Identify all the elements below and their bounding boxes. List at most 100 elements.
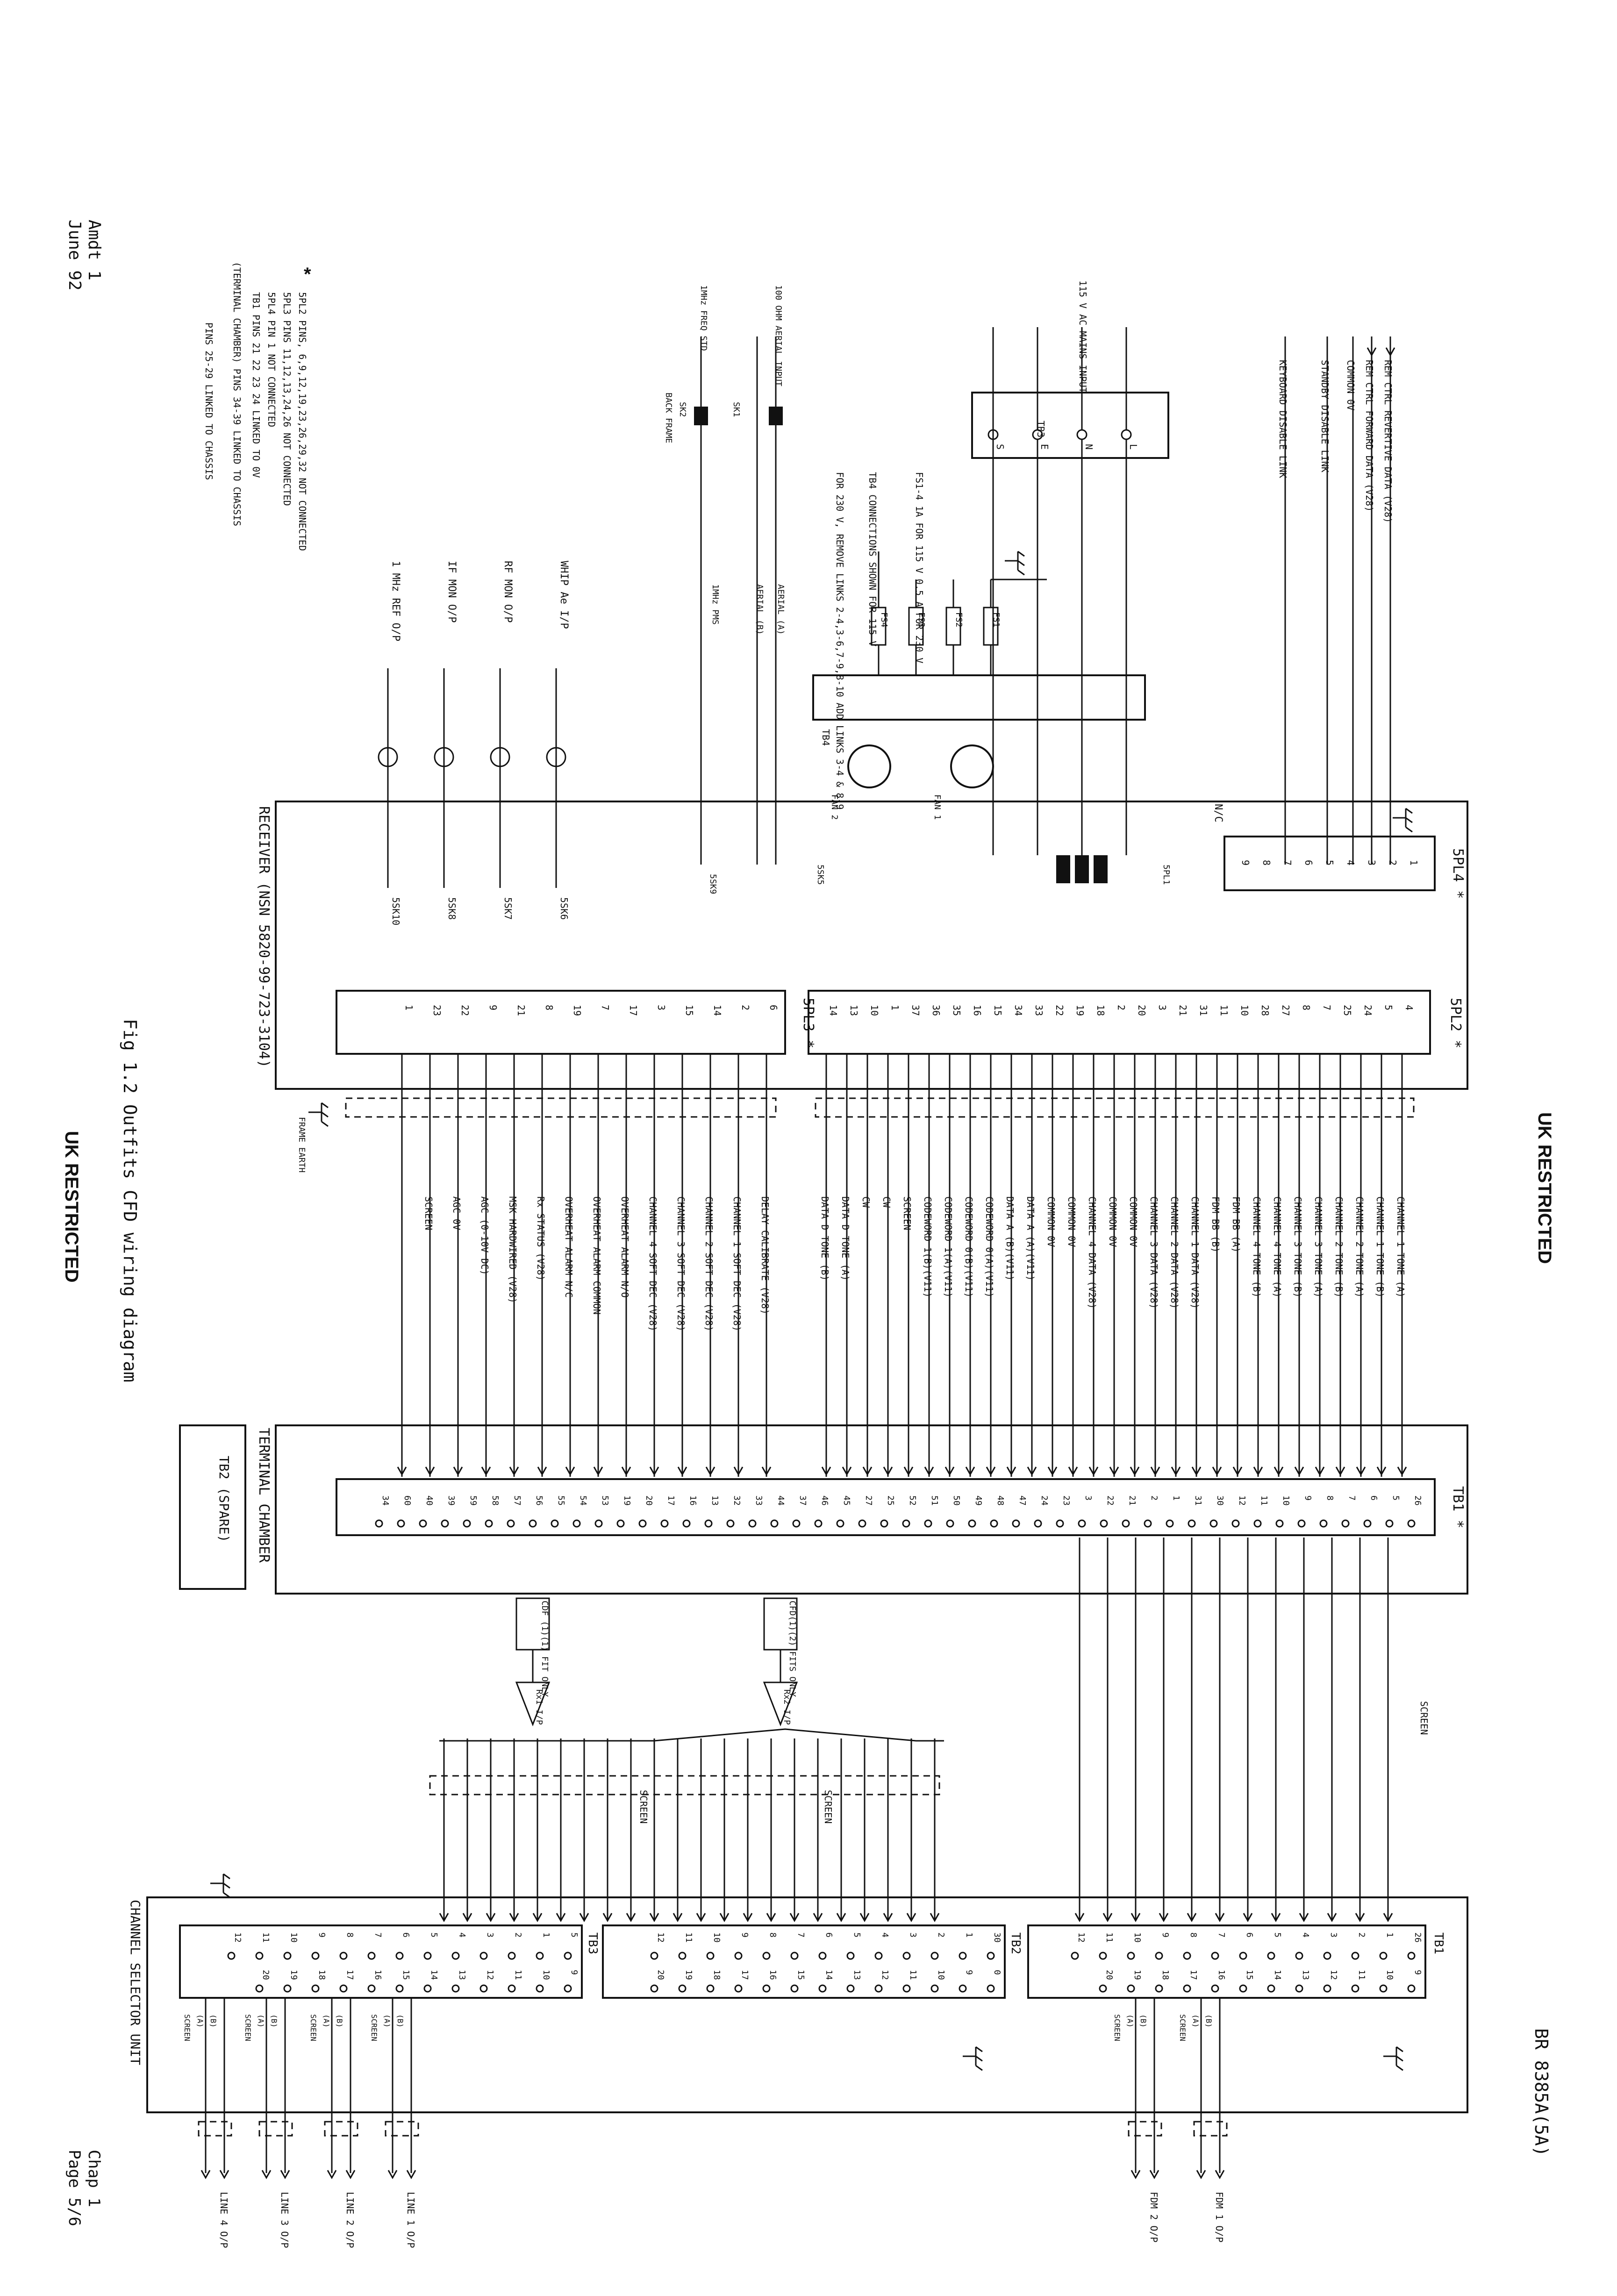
tb1-pin: 5 [1391, 1495, 1401, 1501]
wire-arrow [761, 1466, 772, 1476]
wire-arrow [593, 1466, 603, 1476]
tb1-terminal [419, 1519, 427, 1528]
tb3-terminal-label: E [1039, 444, 1050, 450]
pair-label: (A) [1126, 2014, 1135, 2028]
spl4-pin: 3 [1366, 860, 1377, 865]
wire-arrow [1232, 1466, 1243, 1476]
pair-label: (A) [257, 2014, 265, 2028]
cs-terminal [1323, 1952, 1331, 1960]
cs-top-pin: 2 [1357, 1932, 1367, 1938]
lower-wire-arrow [743, 1913, 753, 1923]
cs-terminal [1071, 1952, 1079, 1960]
cs-top-pin: 9 [1160, 1932, 1170, 1938]
signal-label: KEYBOARD DISABLE LINK [1277, 360, 1288, 478]
fan-1 [950, 744, 994, 788]
spl3-pin: 7 [600, 1005, 611, 1010]
wire-signal-label: SCREEN [423, 1196, 434, 1230]
frame-earth-symbol [308, 1102, 329, 1127]
cs-terminal [1127, 1952, 1135, 1960]
cs-terminal [1099, 1984, 1107, 1993]
spl2-connector [808, 990, 1431, 1055]
cs-terminal [451, 1952, 460, 1960]
spl2-pin: 19 [1074, 1005, 1086, 1016]
lower-wire-arrow [930, 1913, 940, 1923]
cs-terminal [1239, 1984, 1247, 1993]
spl2-pin: 28 [1259, 1005, 1271, 1016]
mhz-pms-label: 1MHz PMS [710, 584, 720, 625]
earth-tick [223, 1873, 230, 1880]
lower-wire-arrow [1187, 1913, 1197, 1923]
cs-top-pin: 5 [569, 1932, 579, 1938]
wire-signal-label: DATA D TONE (B) [819, 1196, 830, 1281]
coax-socket [434, 747, 454, 767]
spl2-pin: 35 [951, 1005, 962, 1016]
wire-signal-label: CHANNEL 2 SOFT DEC (V28) [703, 1196, 715, 1331]
cs-terminal [1267, 1984, 1275, 1993]
spl2-pin: 11 [1218, 1005, 1230, 1016]
output-arrow [261, 2170, 272, 2180]
earth-tick [1017, 551, 1025, 557]
aerial-b-label: AERIAL (B) [755, 584, 765, 635]
signal-arrow [1367, 347, 1377, 357]
signal-arrow [1385, 347, 1395, 357]
pair-label: (B) [270, 2014, 279, 2028]
earth-symbol [1393, 808, 1413, 833]
tb1-terminal [968, 1519, 976, 1528]
wire-arrow [565, 1466, 575, 1476]
wire-signal-label: CW [881, 1196, 892, 1208]
tb1-terminal [1297, 1519, 1306, 1528]
pair-label: SCREEN [1113, 2014, 1122, 2041]
cs-bottom-pin: 14 [824, 1970, 834, 1980]
wire-arrow [1047, 1466, 1058, 1476]
cs-terminal [1295, 1952, 1303, 1960]
output-screen [1128, 2121, 1162, 2137]
wire-arrow [944, 1466, 955, 1476]
tb1-terminal [1253, 1519, 1262, 1528]
spl1-connector [1094, 855, 1108, 883]
cs-terminal [367, 1984, 376, 1993]
spl3-pin: 23 [431, 1005, 443, 1016]
sk2-label: SK2 [678, 402, 687, 417]
wire-signal-label: CHANNEL 1 TONE (A) [1395, 1196, 1406, 1298]
fuse-label: FS4 [879, 612, 889, 628]
230v-note: FOR 230 V, REMOVE LINKS 2-4,3-6,7-9,8-10… [834, 472, 845, 809]
spl3-pin: 15 [684, 1005, 695, 1016]
wire-signal-label: Rx STATUS (V28) [535, 1196, 546, 1281]
wire-arrow [986, 1466, 996, 1476]
pair-label: SCREEN [309, 2014, 318, 2041]
cs-bottom-pin: 12 [1329, 1970, 1338, 1980]
tb1-pin: 21 [1127, 1495, 1137, 1506]
signal-label: COMMON 0V [1345, 360, 1356, 410]
tb1-terminal [726, 1519, 735, 1528]
spl2-pin: 37 [910, 1005, 921, 1016]
cs-terminal [902, 1984, 911, 1993]
spl4-pin: 9 [1240, 860, 1251, 865]
tb4-block [812, 674, 1146, 721]
wire-signal-label: FDM BB (B) [1210, 1196, 1221, 1252]
cfd-note-label: CFD(1)(2) FITS ONLY [787, 1601, 797, 1697]
doc-reference: BR 8385A(5A) [1531, 2028, 1552, 2157]
earth-tick [1396, 2055, 1403, 2062]
tb1-pin: 49 [973, 1495, 983, 1506]
spl2-title: 5PL2 * [1447, 998, 1464, 1048]
tb1-terminal [880, 1519, 888, 1528]
tb1-pin: 37 [798, 1495, 808, 1506]
wire-signal-label: CHANNEL 2 TONE (A) [1354, 1196, 1365, 1298]
cs-terminal [479, 1952, 488, 1960]
classification-bottom: UK RESTRICTED [61, 1131, 82, 1282]
tb4-note: TB4 CONNECTIONS SHOWN FOR 115 V [867, 472, 878, 646]
spl2-pin: 4 [1403, 1005, 1415, 1010]
spl2-pin: 16 [972, 1005, 983, 1016]
aerial-a-label: AERIAL (A) [776, 584, 786, 635]
pair-label: SCREEN [370, 2014, 379, 2041]
pair-label: SCREEN [183, 2014, 192, 2041]
spl3-title: 5PL3 * [800, 998, 816, 1048]
cs-terminal [479, 1984, 488, 1993]
lower-wire-arrow [1102, 1913, 1113, 1923]
cs-terminal [395, 1984, 404, 1993]
earth-tick [1405, 808, 1413, 814]
tb1-terminal [946, 1519, 954, 1528]
output-arrow [1149, 2170, 1159, 2180]
cs-terminal [1127, 1984, 1135, 1993]
